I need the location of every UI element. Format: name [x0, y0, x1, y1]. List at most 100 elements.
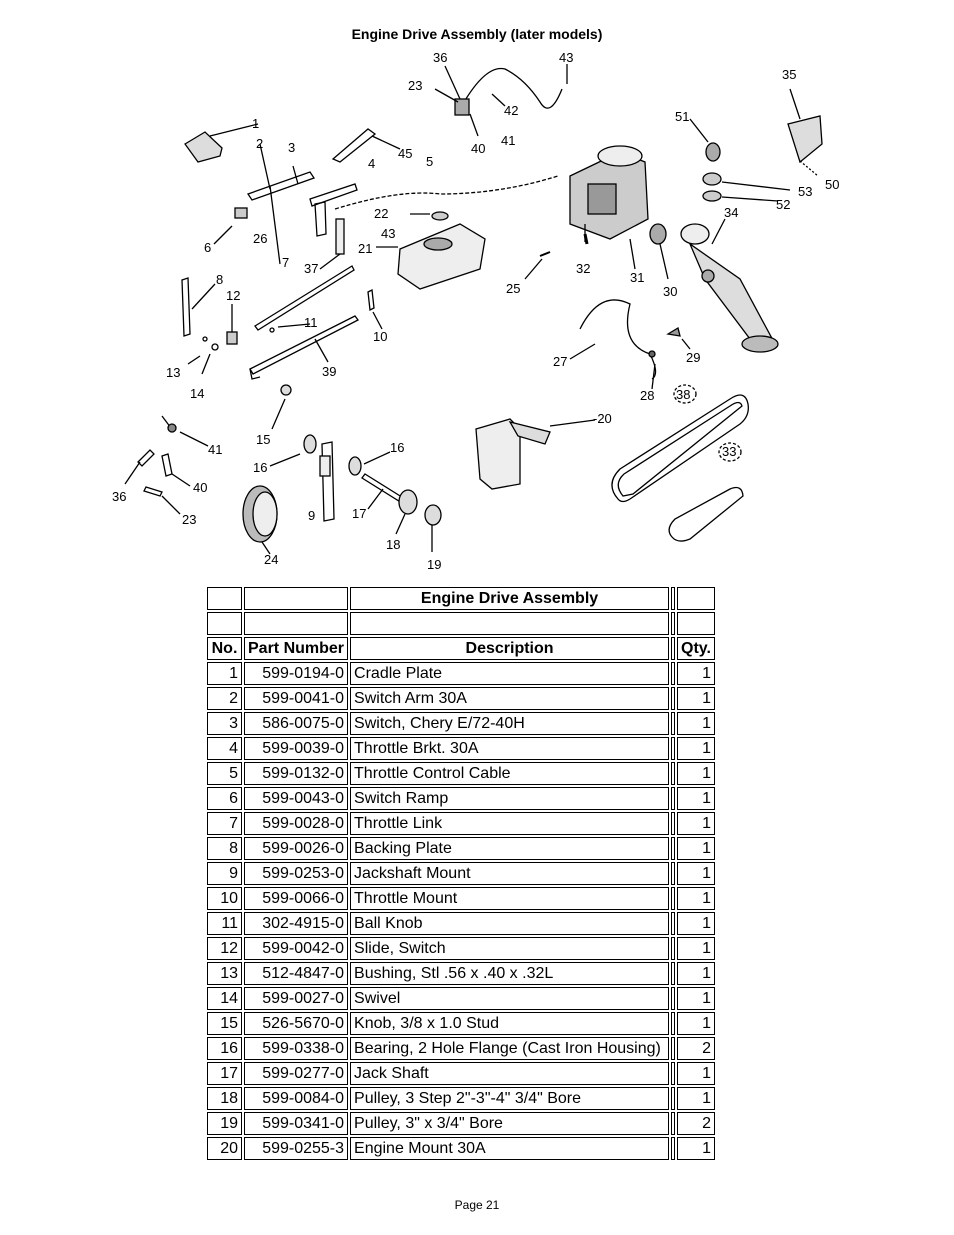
description-cell: Bushing, Stl .56 x .40 x .32L — [350, 962, 670, 985]
part-no-cell: 1 — [207, 662, 242, 685]
table-title: Engine Drive Assembly — [350, 587, 670, 610]
callout-36a: 36 — [112, 489, 126, 504]
description-cell: Cradle Plate — [350, 662, 670, 685]
part-no-cell: 3 — [207, 712, 242, 735]
description-cell: Jack Shaft — [350, 1062, 670, 1085]
callout-41b: 41 — [501, 133, 515, 148]
callout-40a: 40 — [193, 480, 207, 495]
part-no-cell: 10 — [207, 887, 242, 910]
callout-3: 3 — [288, 140, 295, 155]
callout-23b: 23 — [408, 78, 422, 93]
description-cell: Throttle Link — [350, 812, 670, 835]
callout-32: 32 — [576, 261, 590, 276]
callout-41a: 41 — [208, 442, 222, 457]
callout-18: 18 — [386, 537, 400, 552]
part-no-cell: 13 — [207, 962, 242, 985]
qty-cell: 1 — [677, 787, 715, 810]
callout-6: 6 — [204, 240, 211, 255]
part-number-cell: 599-0338-0 — [244, 1037, 349, 1060]
description-cell: Engine Mount 30A — [350, 1137, 670, 1160]
page-number: Page 21 — [454, 1198, 500, 1212]
part-number-cell: 599-0341-0 — [244, 1112, 349, 1135]
qty-cell: 1 — [677, 737, 715, 760]
callout-30: 30 — [663, 284, 677, 299]
part-no-cell: 17 — [207, 1062, 242, 1085]
part-number-cell: 599-0043-0 — [244, 787, 349, 810]
part-no-cell: 14 — [207, 987, 242, 1010]
callout-20: -20 — [593, 411, 612, 426]
qty-cell: 1 — [677, 712, 715, 735]
part-number-cell: 599-0066-0 — [244, 887, 349, 910]
qty-cell: 1 — [677, 962, 715, 985]
part-no-cell: 16 — [207, 1037, 242, 1060]
header-part-number: Part Number — [244, 637, 349, 660]
callout-1: 1 — [252, 116, 259, 131]
callout-5: 5 — [426, 154, 433, 169]
callout-31: 31 — [630, 270, 644, 285]
part-no-cell: 18 — [207, 1087, 242, 1110]
callout-12: 12 — [226, 288, 240, 303]
part-no-cell: 19 — [207, 1112, 242, 1135]
parts-table: Engine Drive Assembly No. Part Number De… — [205, 585, 717, 1162]
header-no: No. — [207, 637, 242, 660]
description-cell: Swivel — [350, 987, 670, 1010]
description-cell: Pulley, 3" x 3/4" Bore — [350, 1112, 670, 1135]
part-no-cell: 4 — [207, 737, 242, 760]
callout-15: 15 — [256, 432, 270, 447]
description-cell: Backing Plate — [350, 837, 670, 860]
part-number-cell: 599-0041-0 — [244, 687, 349, 710]
part-no-cell: 7 — [207, 812, 242, 835]
description-cell: Throttle Control Cable — [350, 762, 670, 785]
part-number-cell: 599-0084-0 — [244, 1087, 349, 1110]
callout-43a: 43 — [381, 226, 395, 241]
callout-26: 26 — [253, 231, 267, 246]
qty-cell: 1 — [677, 662, 715, 685]
qty-cell: 2 — [677, 1037, 715, 1060]
page-title: Engine Drive Assembly (later models) — [351, 26, 603, 42]
callout-17: 17 — [352, 506, 366, 521]
part-number-cell: 586-0075-0 — [244, 712, 349, 735]
callout-10: 10 — [373, 329, 387, 344]
part-no-cell: 9 — [207, 862, 242, 885]
description-cell: Switch Arm 30A — [350, 687, 670, 710]
part-number-cell: 599-0042-0 — [244, 937, 349, 960]
description-cell: Slide, Switch — [350, 937, 670, 960]
part-no-cell: 12 — [207, 937, 242, 960]
description-cell: Knob, 3/8 x 1.0 Stud — [350, 1012, 670, 1035]
part-no-cell: 6 — [207, 787, 242, 810]
callout-39: 39 — [322, 364, 336, 379]
part-number-cell: 599-0027-0 — [244, 987, 349, 1010]
header-qty: Qty. — [677, 637, 715, 660]
qty-cell: 1 — [677, 1137, 715, 1160]
callout-14: 14 — [190, 386, 204, 401]
callout-38: 38 — [676, 387, 690, 402]
callout-23a: 23 — [182, 512, 196, 527]
callout-45: 45 — [398, 146, 412, 161]
description-cell: Ball Knob — [350, 912, 670, 935]
qty-cell: 1 — [677, 687, 715, 710]
part-number-cell: 599-0026-0 — [244, 837, 349, 860]
part-no-cell: 8 — [207, 837, 242, 860]
part-number-cell: 599-0255-3 — [244, 1137, 349, 1160]
callout-16a: 16 — [253, 460, 267, 475]
callout-52: 52 — [776, 197, 790, 212]
qty-cell: 1 — [677, 1062, 715, 1085]
part-number-cell: 599-0253-0 — [244, 862, 349, 885]
part-number-cell: 599-0039-0 — [244, 737, 349, 760]
callout-53: 53 — [798, 184, 812, 199]
table-header-row: No. Part Number Description Qty. — [207, 637, 715, 660]
qty-cell: 1 — [677, 912, 715, 935]
diagram-svg: 1 2 3 4 45 5 6 26 22 43 21 7 37 8 12 11 … — [112, 50, 839, 572]
description-cell: Switch Ramp — [350, 787, 670, 810]
part-no-cell: 15 — [207, 1012, 242, 1035]
header-description: Description — [350, 637, 670, 660]
callout-34: 34 — [724, 205, 738, 220]
